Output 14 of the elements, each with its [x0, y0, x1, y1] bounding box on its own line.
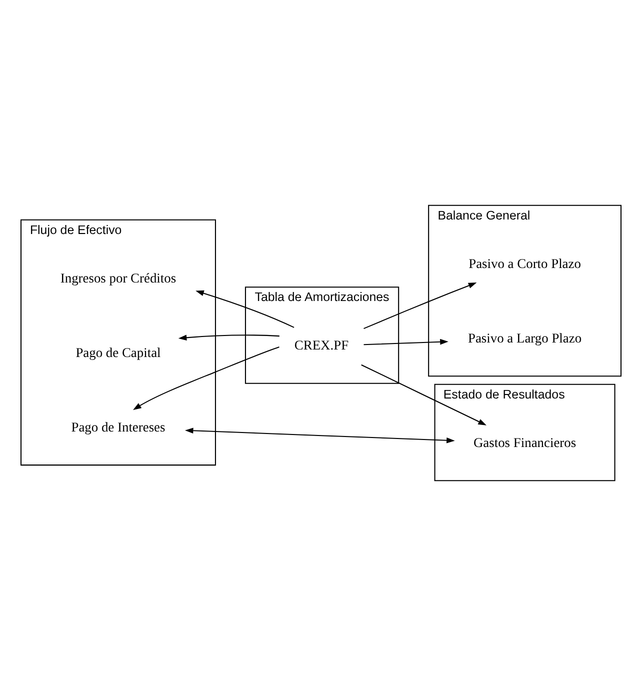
node-text: Ingresos por Créditos [60, 270, 176, 285]
arrow [361, 364, 486, 425]
arrow [178, 334, 280, 340]
node-text: Pasivo a Corto Plazo [468, 255, 581, 270]
arrow [364, 282, 477, 329]
node-text: CREX.PF [294, 337, 349, 352]
arrow [133, 346, 280, 410]
node-text: Pago de Intereses [71, 418, 166, 434]
arrow [196, 290, 294, 328]
node-text: Pago de Capital [76, 344, 161, 360]
arrow [184, 427, 455, 443]
node-text: Pasivo a Largo Plazo [468, 330, 582, 345]
arrow [364, 338, 448, 345]
node-text: Gastos Financieros [473, 434, 576, 450]
